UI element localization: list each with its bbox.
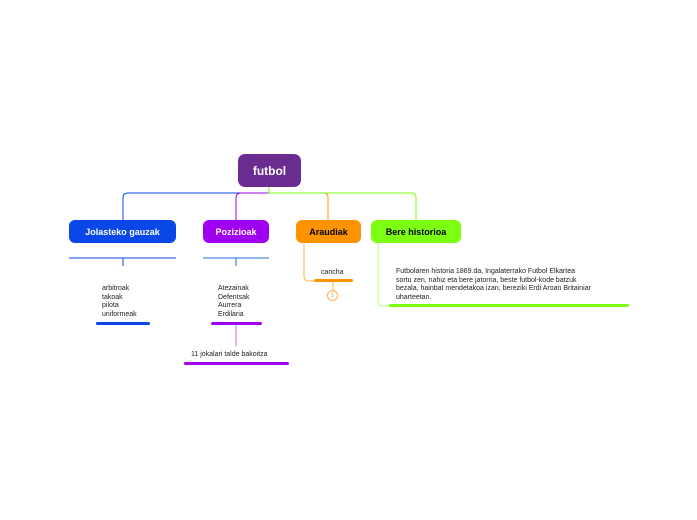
pozizioak-notes[interactable]: Atezainak Defentsak Aurrera Erdilaria (218, 285, 250, 319)
branch-label: Bere historioa (385, 226, 447, 237)
note-line: pilota (102, 302, 119, 309)
note-line: uniformeak (102, 310, 137, 318)
pozizioak-subtopic[interactable]: 11 jokalari talde bakoitza (191, 351, 268, 360)
note-line: Futbolaren historia 1869.da, Ingalaterra… (396, 268, 575, 275)
branch-label: Jolasteko gauzak (85, 226, 160, 237)
connector-root-jolasteko (122, 187, 270, 220)
jolasteko-notes[interactable]: arbitroak takoak pilota uniformeak (102, 285, 137, 319)
branch-jolasteko-gauzak[interactable]: Jolasteko gauzak (69, 220, 176, 243)
historioa-note-connector (377, 243, 390, 307)
subtopic-label: 11 jokalari talde bakoitza (191, 351, 268, 358)
branch-bere-historioa[interactable]: Bere historioa (371, 220, 461, 243)
branch-label: Araudiak (309, 226, 348, 237)
note-line: arbitroak (102, 285, 130, 292)
araudiak-child-connector (303, 243, 314, 282)
jolasteko-notes-underline (96, 322, 150, 325)
note-line: bezala, hainbat mendetakoa izan, berezik… (396, 285, 591, 292)
root-label: futbol (252, 163, 287, 178)
pozizioak-subtopic-underline (184, 362, 289, 365)
note-line: sortu zen, nahiz eta bere jatorria, best… (396, 276, 577, 284)
root-node[interactable]: futbol (238, 154, 301, 187)
araudiak-subtopic-underline (314, 279, 353, 282)
note-line: Atezainak (218, 285, 249, 292)
pozizioak-notes-underline (211, 322, 262, 325)
marker-label: 5 (330, 292, 335, 299)
note-line: Erdilaria (218, 310, 244, 318)
note-line: Aurrera (218, 302, 242, 309)
connector-root-araudiak (268, 187, 329, 220)
historioa-notes[interactable]: Futbolaren historia 1869.da, Ingalaterra… (396, 268, 591, 302)
subtopic-label: cancha (321, 269, 344, 276)
branch-araudiak[interactable]: Araudiak (296, 220, 361, 243)
branch-pozizioak[interactable]: Pozizioak (203, 220, 269, 243)
branch-label: Pozizioak (215, 226, 257, 237)
note-line: Defentsak (218, 293, 250, 301)
historioa-notes-underline (389, 304, 629, 307)
cancha-marker[interactable]: 5 (327, 290, 338, 301)
connector-root-pozizioak (235, 187, 270, 220)
note-line: takoak (102, 293, 123, 301)
note-line: uharteetan. (396, 293, 432, 301)
araudiak-subtopic[interactable]: cancha (321, 269, 344, 278)
connector-root-historioa (268, 187, 417, 220)
